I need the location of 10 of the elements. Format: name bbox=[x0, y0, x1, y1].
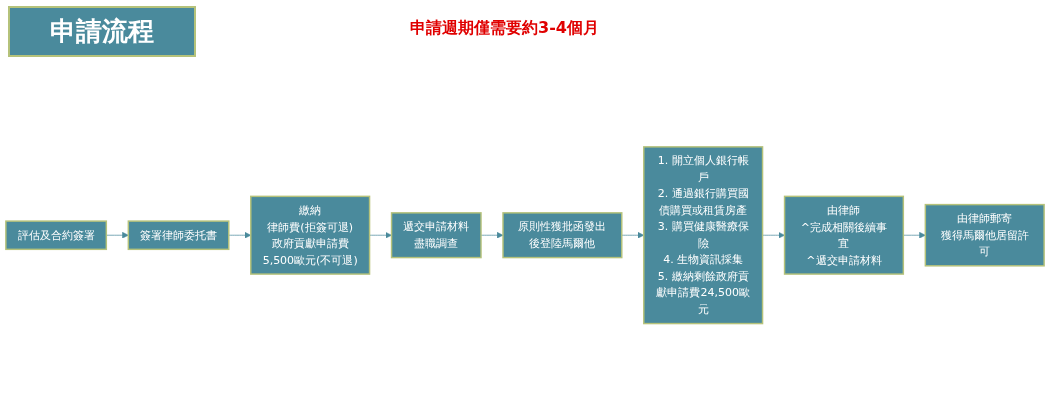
node-box: 原則性獲批函發出後登陸馬爾他 bbox=[502, 211, 623, 259]
node-box: 由律師 ^完成相關後續事宜 ^遞交申請材料 bbox=[783, 195, 905, 275]
node-box: 評估及合約簽署 bbox=[5, 220, 108, 250]
node-box: 簽署律師委托書 bbox=[127, 220, 230, 250]
node-box: 遞交申請材料 盡職調查 bbox=[390, 211, 482, 259]
node-box: 1. 開立個人銀行帳戶 2. 通過銀行購買國債購買或租賃房產 3. 購買健康醫療保險 4. 生物資訊採集 5. 繳納剩餘政府貢獻申請費24,500歐元 bbox=[643, 145, 764, 325]
node-box: 繳納 律師費(拒簽可退) 政府貢獻申請費5,500歐元(不可退) bbox=[250, 195, 371, 275]
node-box: 由律師郵寄 獲得馬爾他居留許可 bbox=[924, 203, 1045, 267]
note-text: 申請週期僅需要約3-4個月 bbox=[410, 18, 599, 39]
title-box: 申請流程 bbox=[8, 6, 196, 57]
